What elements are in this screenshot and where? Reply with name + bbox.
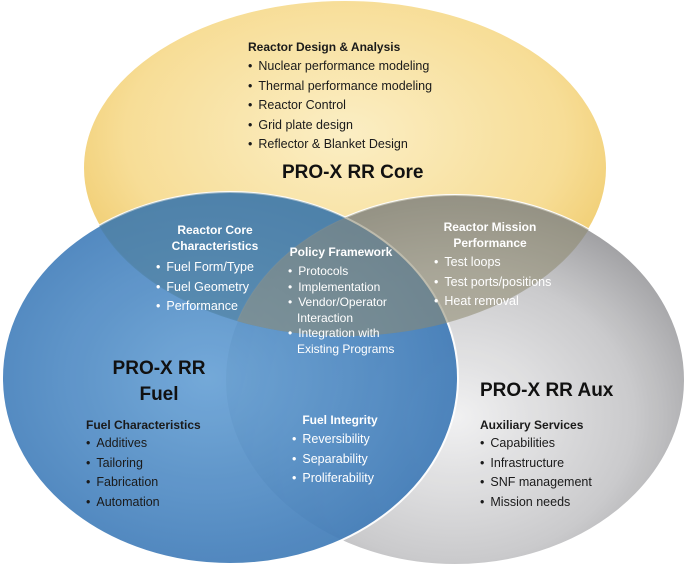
list-item: Heat removal	[434, 292, 578, 312]
list-item: Reflector & Blanket Design	[248, 135, 508, 155]
list-item: Thermal performance modeling	[248, 77, 508, 97]
list-item: Fabrication	[86, 473, 246, 493]
fuel-list: Additives Tailoring Fabrication Automati…	[86, 434, 246, 512]
list-item: Performance	[156, 297, 280, 317]
list-item: Additives	[86, 434, 246, 454]
core-aux-region: Reactor Mission Performance Test loops T…	[428, 219, 578, 312]
list-item: Reactor Control	[248, 96, 508, 116]
list-item: Fuel Form/Type	[156, 258, 280, 278]
core-fuel-list: Fuel Form/Type Fuel Geometry Performance	[156, 258, 280, 317]
aux-list: Capabilities Infrastructure SNF manageme…	[480, 434, 650, 512]
fuel-aux-heading: Fuel Integrity	[302, 413, 378, 427]
center-heading: Policy Framework	[289, 245, 393, 259]
aux-title: PRO-X RR Aux	[480, 380, 614, 401]
fuel-title-line2: Fuel	[139, 384, 179, 405]
core-title: PRO-X RR Core	[282, 162, 424, 183]
list-item: Implementation	[288, 280, 407, 296]
list-item: Automation	[86, 493, 246, 513]
center-list: Protocols Implementation Vendor/Operator…	[288, 264, 407, 357]
list-item: Vendor/Operator Interaction	[288, 295, 407, 326]
aux-region: Auxiliary Services Capabilities Infrastr…	[480, 418, 650, 512]
list-item: Proliferability	[292, 469, 410, 489]
list-item: Nuclear performance modeling	[248, 57, 508, 77]
core-fuel-heading: Reactor Core Characteristics	[171, 223, 259, 253]
list-item: Integration with Existing Programs	[288, 326, 407, 357]
core-aux-list: Test loops Test ports/positions Heat rem…	[434, 253, 578, 312]
core-fuel-region: Reactor Core Characteristics Fuel Form/T…	[150, 222, 280, 317]
fuel-region: Fuel Characteristics Additives Tailoring…	[86, 418, 246, 512]
fuel-title: PRO-X RR Fuel	[108, 356, 210, 408]
fuel-aux-list: Reversibility Separability Proliferabili…	[292, 430, 410, 489]
list-item: Reversibility	[292, 430, 410, 450]
list-item: Test ports/positions	[434, 273, 578, 293]
list-item: Grid plate design	[248, 116, 508, 136]
list-item: Test loops	[434, 253, 578, 273]
core-heading: Reactor Design & Analysis	[248, 40, 401, 54]
fuel-heading: Fuel Characteristics	[86, 418, 201, 432]
aux-heading: Auxiliary Services	[480, 418, 584, 432]
center-region: Policy Framework Protocols Implementatio…	[285, 244, 407, 357]
core-aux-heading: Reactor Mission Performance	[443, 220, 537, 250]
core-region: Reactor Design & Analysis Nuclear perfor…	[248, 40, 508, 155]
list-item: Infrastructure	[480, 454, 650, 474]
fuel-aux-region: Fuel Integrity Reversibility Separabilit…	[290, 412, 410, 489]
list-item: SNF management	[480, 473, 650, 493]
list-item: Mission needs	[480, 493, 650, 513]
list-item: Separability	[292, 450, 410, 470]
list-item: Fuel Geometry	[156, 278, 280, 298]
list-item: Protocols	[288, 264, 407, 280]
fuel-title-line1: PRO-X RR	[112, 358, 206, 379]
list-item: Tailoring	[86, 454, 246, 474]
core-list: Nuclear performance modeling Thermal per…	[248, 57, 508, 155]
list-item: Capabilities	[480, 434, 650, 454]
